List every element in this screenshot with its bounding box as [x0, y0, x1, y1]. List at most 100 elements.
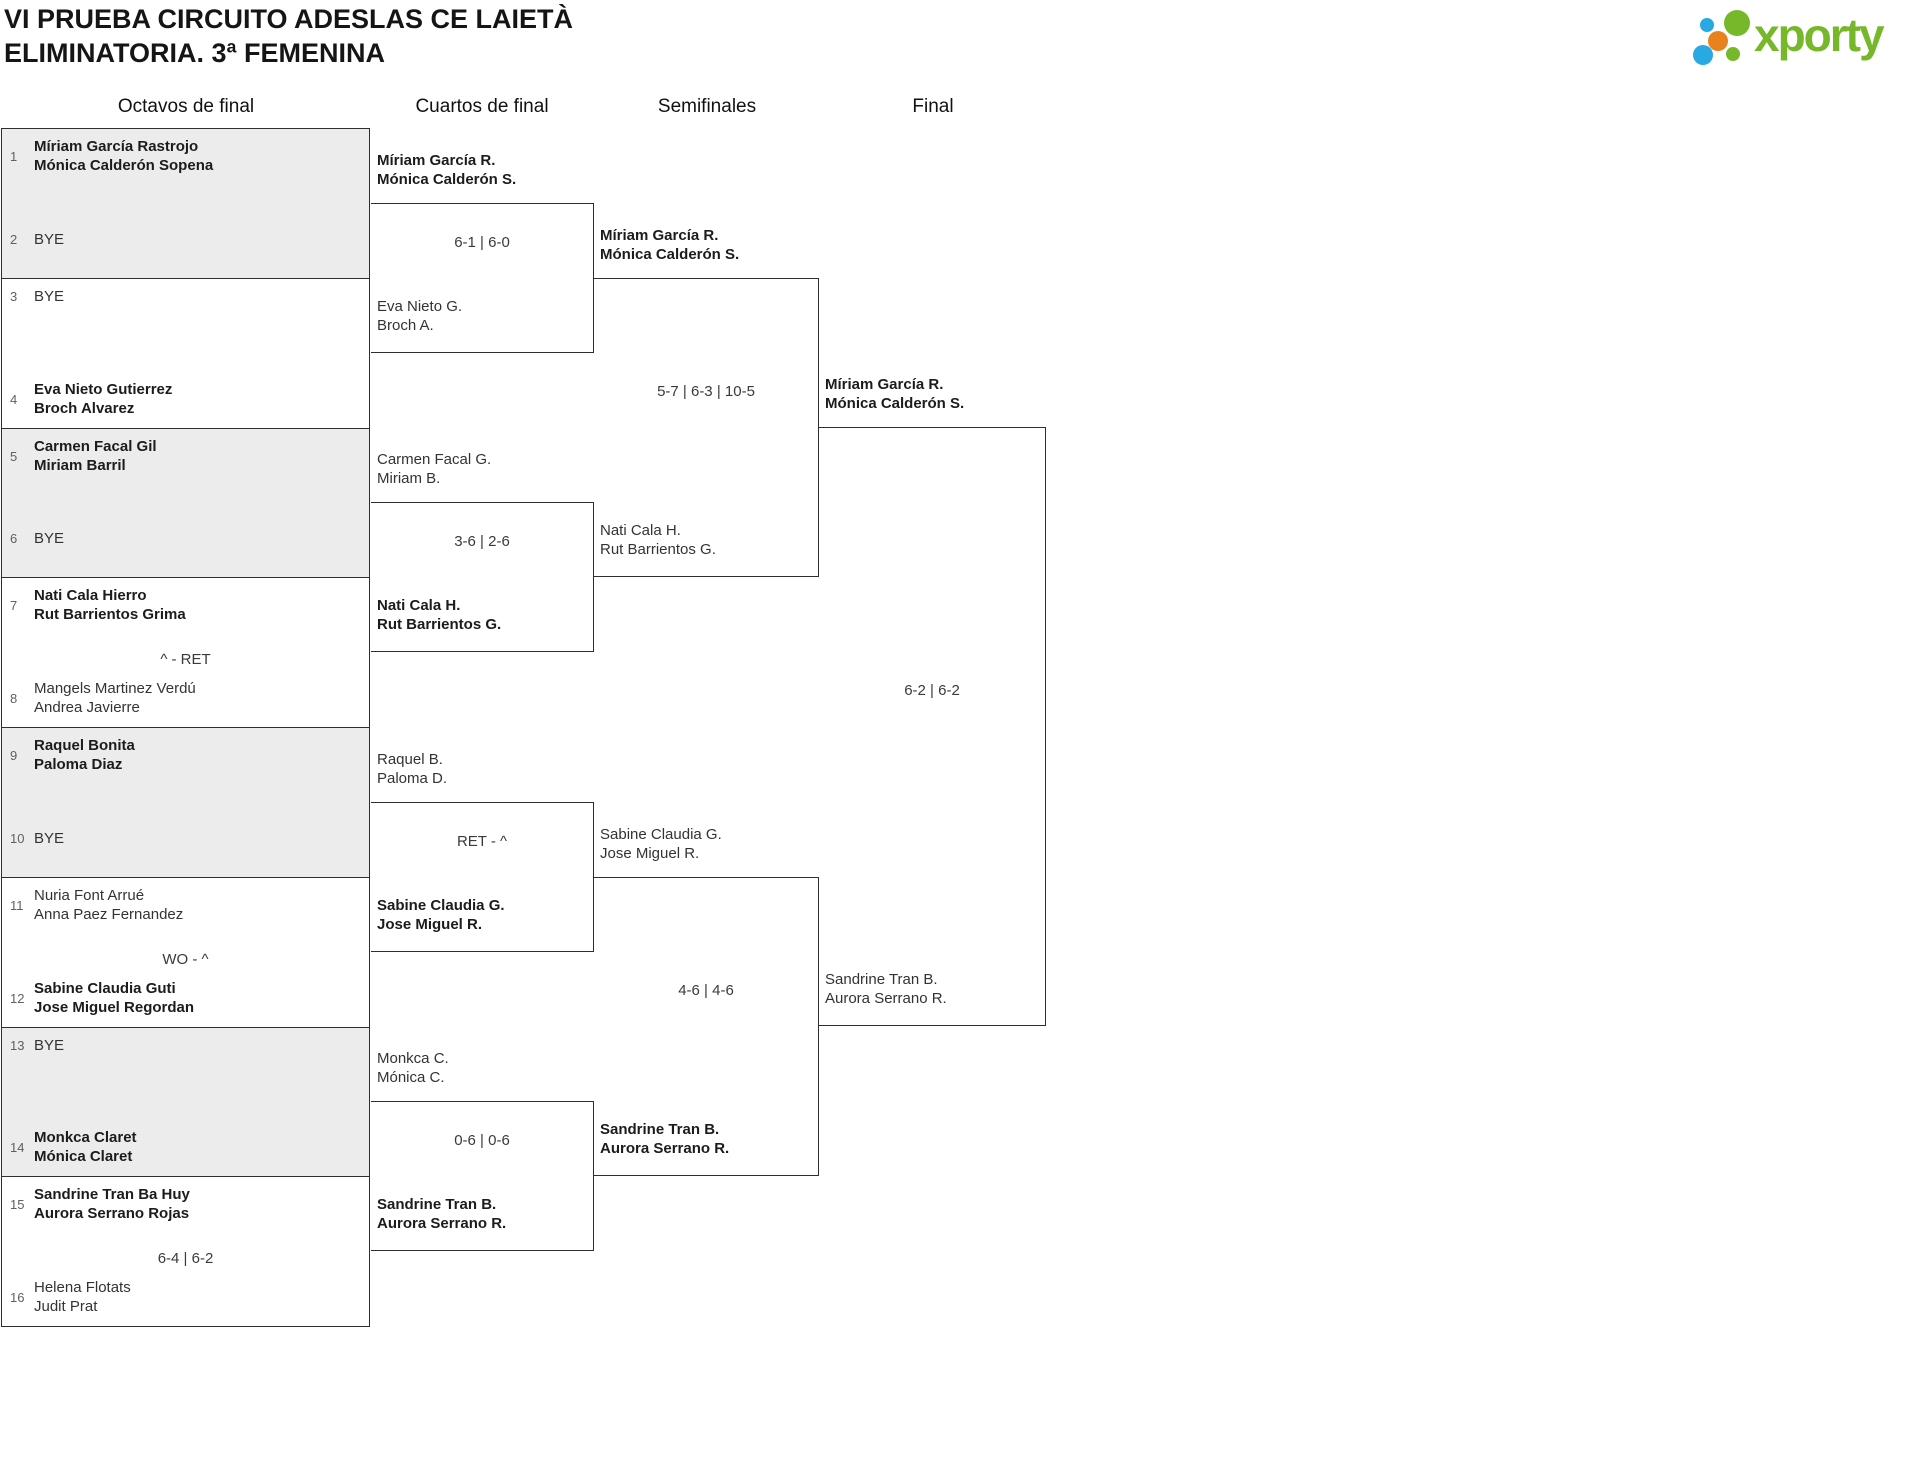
team-entry: 4 Eva Nieto Gutierrez Broch Alvarez: [10, 380, 363, 418]
team-names: Nati Cala H. Rut Barrientos G.: [600, 522, 716, 558]
team-names: BYE: [34, 530, 65, 547]
octavos-match-2: 3 BYE 4 Eva Nieto Gutierrez Broch Alvare…: [1, 278, 370, 429]
seed-number: 8: [10, 690, 18, 706]
team-names: Míriam García Rastrojo Mónica Calderón S…: [34, 138, 214, 174]
team-entry: Míriam García R. Mónica Calderón S.: [377, 151, 516, 189]
team-names: Helena Flotats Judit Prat: [34, 1279, 131, 1315]
team-names: Raquel B. Paloma D.: [377, 751, 448, 787]
team-entry: 6 BYE: [10, 529, 363, 548]
cuartos-match-1: Míriam García R. Mónica Calderón S. 6-1 …: [371, 152, 594, 353]
match-score: 5-7 | 6-3 | 10-5: [657, 383, 755, 400]
octavos-match-6: 11 Nuria Font Arrué Anna Paez Fernandez …: [1, 877, 370, 1028]
page-title: VI PRUEBA CIRCUITO ADESLAS CE LAIETÀ ELI…: [4, 2, 573, 70]
octavos-match-5: 9 Raquel Bonita Paloma Diaz 10 BYE: [1, 727, 370, 878]
team-names: Nati Cala Hierro Rut Barrientos Grima: [34, 587, 186, 623]
team-names: Sandrine Tran Ba Huy Aurora Serrano Roja…: [34, 1186, 190, 1222]
octavos-match-4: 7 Nati Cala Hierro Rut Barrientos Grima …: [1, 577, 370, 728]
octavos-match-7: 13 BYE 14 Monkca Claret Mónica Claret: [1, 1027, 370, 1177]
match-score: 3-6 | 2-6: [454, 533, 510, 550]
seed-number: 13: [10, 1038, 25, 1053]
seed-number: 14: [10, 1139, 25, 1155]
team-entry: 8 Mangels Martinez Verdú Andrea Javierre: [10, 679, 363, 717]
team-entry: Sabine Claudia G. Jose Miguel R.: [600, 825, 722, 863]
team-entry: 11 Nuria Font Arrué Anna Paez Fernandez: [10, 886, 363, 924]
team-names: BYE: [34, 231, 65, 248]
team-names: Mangels Martinez Verdú Andrea Javierre: [34, 680, 196, 716]
team-entry: 10 BYE: [10, 829, 363, 848]
final-match: Míriam García R. Mónica Calderón S. 6-2 …: [819, 376, 1046, 1026]
seed-number: 6: [10, 531, 18, 546]
team-names: Sandrine Tran B. Aurora Serrano R.: [600, 1121, 730, 1157]
match-score: ^ - RET: [160, 651, 211, 668]
match-score: 6-4 | 6-2: [157, 1250, 214, 1267]
team-entry: Nati Cala H. Rut Barrientos G.: [377, 596, 501, 634]
seed-number: 7: [10, 597, 18, 613]
team-names: Raquel Bonita Paloma Diaz: [34, 737, 135, 773]
team-entry: Carmen Facal G. Miriam B.: [377, 450, 491, 488]
team-entry: 16 Helena Flotats Judit Prat: [10, 1278, 363, 1316]
seed-number: 3: [10, 289, 18, 304]
cuartos-match-2: Carmen Facal G. Miriam B. 3-6 | 2-6 Nati…: [371, 451, 594, 652]
team-names: Monkca Claret Mónica Claret: [34, 1129, 137, 1165]
team-names: Eva Nieto Gutierrez Broch Alvarez: [34, 381, 173, 417]
team-names: Eva Nieto G. Broch A.: [377, 298, 463, 334]
team-entry: Míriam García R. Mónica Calderón S.: [600, 226, 739, 264]
seed-number: 10: [10, 831, 25, 846]
cuartos-match-3: Raquel B. Paloma D. RET - ^ Sabine Claud…: [371, 751, 594, 952]
round-header-octavos: Octavos de final: [117, 96, 255, 117]
match-score: 6-2 | 6-2: [904, 682, 960, 699]
octavos-match-3: 5 Carmen Facal Gil Miriam Barril 6 BYE: [1, 428, 370, 578]
team-names: Míriam García R. Mónica Calderón S.: [825, 376, 965, 412]
seed-number: 9: [10, 747, 18, 763]
team-entry: Sandrine Tran B. Aurora Serrano R.: [600, 1120, 729, 1158]
octavos-match-1: 1 Míriam García Rastrojo Mónica Calderón…: [1, 128, 370, 279]
team-entry: 3 BYE: [10, 287, 363, 306]
match-score: 6-1 | 6-0: [454, 234, 510, 251]
team-names: Nati Cala H. Rut Barrientos G.: [377, 597, 502, 633]
team-entry: Sabine Claudia G. Jose Miguel R.: [377, 896, 505, 934]
seed-number: 1: [10, 148, 18, 164]
semifinal-match-2: Sabine Claudia G. Jose Miguel R. 4-6 | 4…: [594, 826, 819, 1176]
team-names: Sandrine Tran B. Aurora Serrano R.: [825, 971, 947, 1007]
team-names: BYE: [34, 830, 65, 847]
team-names: Carmen Facal G. Miriam B.: [377, 451, 492, 487]
team-names: Míriam García R. Mónica Calderón S.: [600, 227, 740, 263]
seed-number: 16: [10, 1289, 25, 1305]
xporty-logo: xporty: [1688, 4, 1918, 76]
team-names: Carmen Facal Gil Miriam Barril: [34, 438, 157, 474]
match-score: 0-6 | 0-6: [454, 1132, 510, 1149]
xporty-logo-dots-icon: [1693, 10, 1750, 65]
seed-number: 2: [10, 232, 18, 247]
team-names: Monkca C. Mónica C.: [377, 1050, 449, 1086]
round-header-semifinales: Semifinales: [657, 96, 757, 117]
match-score: WO - ^: [162, 951, 209, 968]
team-names: BYE: [34, 288, 65, 305]
seed-number: 11: [10, 897, 24, 913]
seed-number: 15: [10, 1196, 25, 1212]
round-header-final: Final: [912, 96, 954, 117]
team-names: Sandrine Tran B. Aurora Serrano R.: [377, 1196, 507, 1232]
seed-number: 4: [10, 391, 18, 407]
team-entry: Nati Cala H. Rut Barrientos G.: [600, 521, 716, 559]
team-names: BYE: [34, 1037, 65, 1054]
team-entry: Eva Nieto G. Broch A.: [377, 297, 462, 335]
team-entry: 9 Raquel Bonita Paloma Diaz: [10, 736, 363, 774]
team-entry: Sandrine Tran B. Aurora Serrano R.: [825, 970, 947, 1008]
team-names: Sabine Claudia G. Jose Miguel R.: [600, 826, 722, 862]
octavos-match-8: 15 Sandrine Tran Ba Huy Aurora Serrano R…: [1, 1176, 370, 1327]
team-entry: 2 BYE: [10, 230, 363, 249]
team-entry: 1 Míriam García Rastrojo Mónica Calderón…: [10, 137, 363, 175]
team-entry: 7 Nati Cala Hierro Rut Barrientos Grima: [10, 586, 363, 624]
seed-number: 5: [10, 448, 18, 464]
team-names: Sabine Claudia G. Jose Miguel R.: [377, 897, 505, 933]
semifinal-match-1: Míriam García R. Mónica Calderón S. 5-7 …: [594, 227, 819, 577]
match-score: RET - ^: [456, 833, 508, 850]
team-entry: Sandrine Tran B. Aurora Serrano R.: [377, 1195, 506, 1233]
team-entry: 12 Sabine Claudia Guti Jose Miguel Regor…: [10, 979, 363, 1017]
team-names: Nuria Font Arrué Anna Paez Fernandez: [34, 887, 184, 923]
team-entry: 15 Sandrine Tran Ba Huy Aurora Serrano R…: [10, 1185, 363, 1223]
team-entry: Monkca C. Mónica C.: [377, 1049, 449, 1087]
team-entry: 13 BYE: [10, 1036, 363, 1055]
team-names: Míriam García R. Mónica Calderón S.: [377, 152, 517, 188]
cuartos-match-4: Monkca C. Mónica C. 0-6 | 0-6 Sandrine T…: [371, 1050, 594, 1251]
